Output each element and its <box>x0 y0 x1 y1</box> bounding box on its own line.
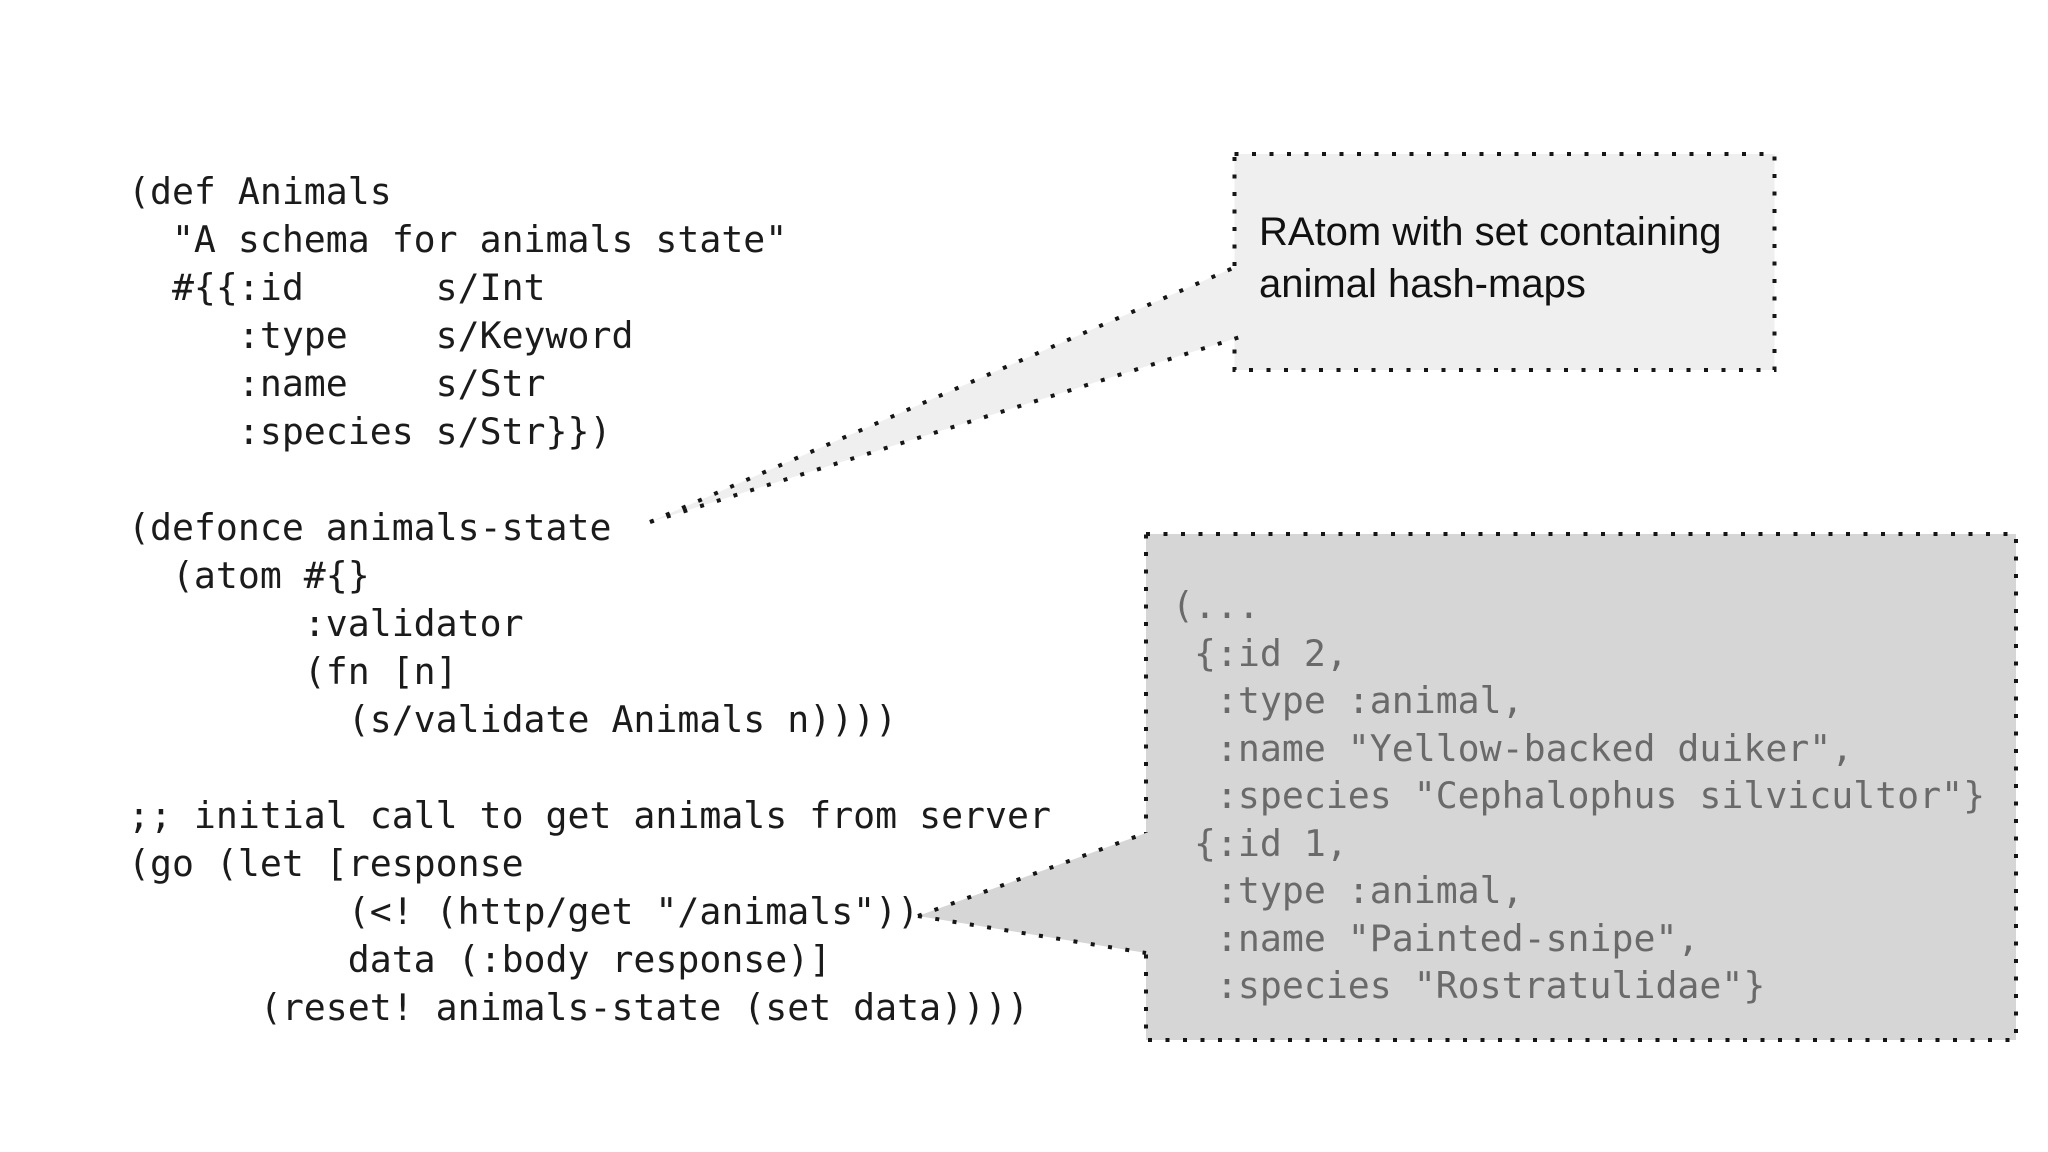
state-sample-code: (... {:id 2, :type :animal, :name "Yello… <box>1172 584 1986 1007</box>
state-sample-box-shape <box>1144 532 2018 1042</box>
ratom-callout-tail <box>650 259 1252 522</box>
clojure-code-block: (def Animals "A schema for animals state… <box>128 170 1051 1029</box>
ratom-callout-box-shape <box>1232 152 1777 372</box>
ratom-callout-label: RAtom with set containing animal hash-ma… <box>1259 210 1722 306</box>
state-sample-tail-lower-edge <box>917 914 1147 955</box>
ratom-callout-tail-upper-edge <box>649 263 1241 524</box>
state-sample-tail <box>918 828 1158 955</box>
